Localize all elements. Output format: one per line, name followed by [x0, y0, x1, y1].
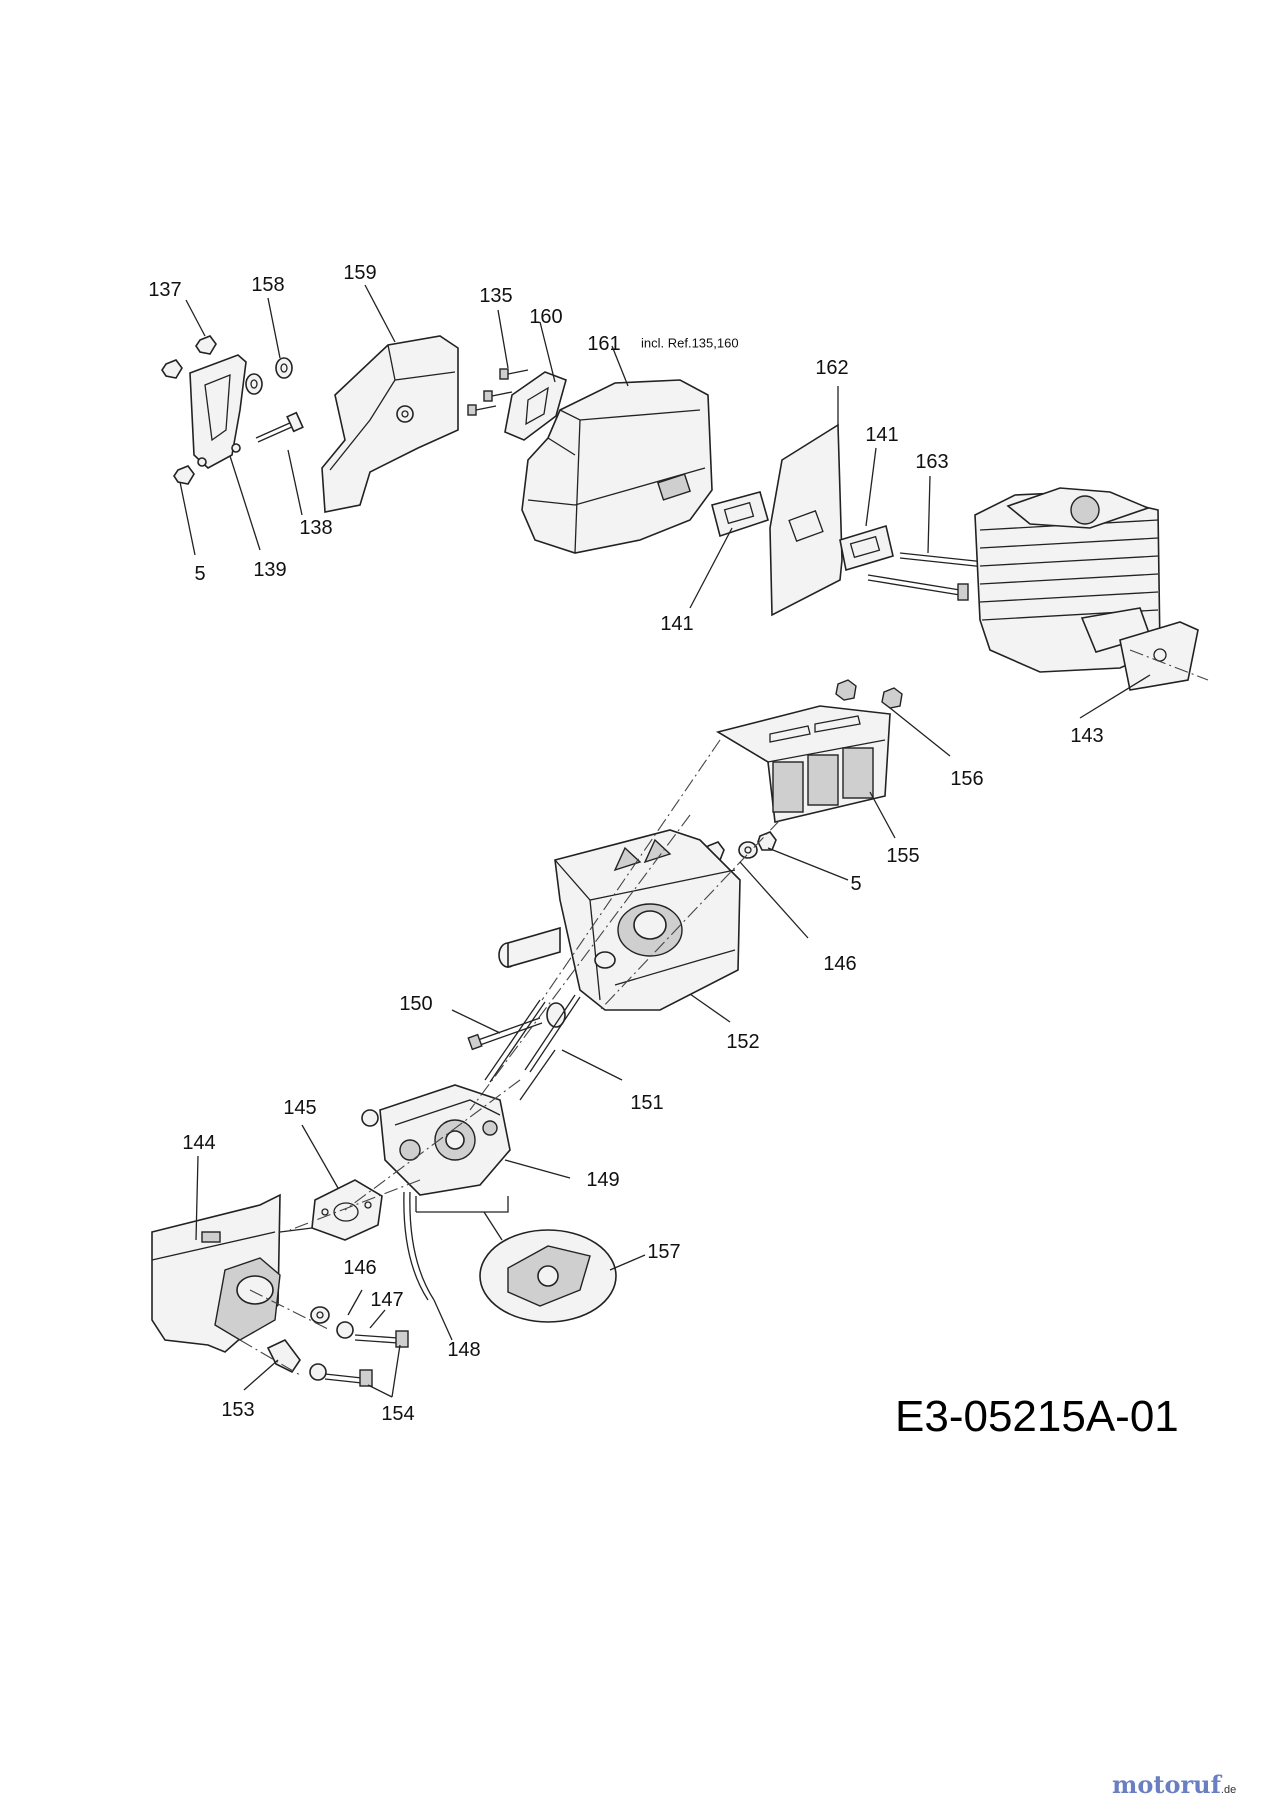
ref-label-144: 144 — [182, 1132, 216, 1154]
ref-label-135: 135 — [479, 285, 513, 307]
ref-label-147: 147 — [370, 1289, 404, 1311]
watermark-name: motoruf — [1112, 1770, 1221, 1799]
ref-label-137: 137 — [148, 279, 182, 301]
filter-cover-155 — [715, 705, 891, 823]
ref-label-5-left: 5 — [194, 563, 206, 585]
ref-label-163: 163 — [915, 451, 949, 473]
screws-135 — [467, 368, 529, 416]
watermark-logo: motoruf.de — [1112, 1770, 1236, 1799]
ref-label-162: 162 — [815, 357, 849, 379]
cylinder-143 — [974, 487, 1199, 691]
ref-label-150: 150 — [399, 993, 433, 1015]
ref-label-151: 151 — [630, 1092, 664, 1114]
gasket-141-right — [839, 524, 894, 572]
nuts-156 — [835, 679, 903, 709]
nuts-137 — [161, 335, 217, 485]
filter-base-152 — [498, 829, 741, 1028]
assembly-center-lines — [239, 649, 1209, 1376]
ref-label-156: 156 — [950, 768, 984, 790]
leader-lines — [179, 284, 1151, 1398]
bolt-138 — [255, 411, 304, 443]
ref-label-154: 154 — [381, 1403, 415, 1425]
gasket-141-left — [711, 491, 769, 538]
ref-label-146-upper: 146 — [823, 953, 857, 975]
drawing-number: E3-05215A-01 — [895, 1392, 1179, 1441]
ref-label-139: 139 — [253, 559, 287, 581]
muffler-161 — [521, 379, 713, 554]
ref-label-158: 158 — [251, 274, 285, 296]
heat-plate-162 — [769, 423, 843, 617]
ref-label-161: 161 — [587, 333, 621, 355]
ref-label-160: 160 — [529, 306, 563, 328]
ref-label-138: 138 — [299, 517, 333, 539]
ref-label-155: 155 — [886, 845, 920, 867]
ref-label-149: 149 — [586, 1169, 620, 1191]
washers-158 — [245, 357, 293, 395]
ref-label-141-upper: 141 — [865, 424, 899, 446]
washers-146-lower — [309, 1306, 354, 1381]
ref-label-5-right: 5 — [850, 873, 862, 895]
ref-label-141-lower: 141 — [660, 613, 694, 635]
ref-note-161: incl. Ref.135,160 — [641, 335, 739, 351]
muffler-bracket-139 — [189, 354, 247, 469]
fuel-line-148 — [403, 1191, 435, 1301]
studs-151 — [484, 994, 581, 1101]
ref-label-159: 159 — [343, 262, 377, 284]
ref-label-146-lower: 146 — [343, 1257, 377, 1279]
intake-flange-144 — [151, 1193, 313, 1353]
screws-154 — [324, 1330, 409, 1387]
carburetor-149 — [361, 1084, 511, 1196]
ref-label-148: 148 — [447, 1339, 481, 1361]
ref-label-143: 143 — [1070, 725, 1104, 747]
heat-shield-159 — [321, 335, 459, 513]
gasket-145 — [311, 1179, 383, 1241]
ref-label-152: 152 — [726, 1031, 760, 1053]
cover-plate-160 — [504, 371, 567, 441]
ref-label-153: 153 — [221, 1399, 255, 1421]
watermark-suffix: .de — [1220, 1784, 1237, 1796]
ref-label-145: 145 — [283, 1097, 317, 1119]
clip-153 — [266, 1338, 301, 1374]
diaphragm-kit-157 — [415, 1196, 617, 1323]
ref-label-157: 157 — [647, 1241, 681, 1263]
long-bolts-163 — [867, 552, 986, 601]
